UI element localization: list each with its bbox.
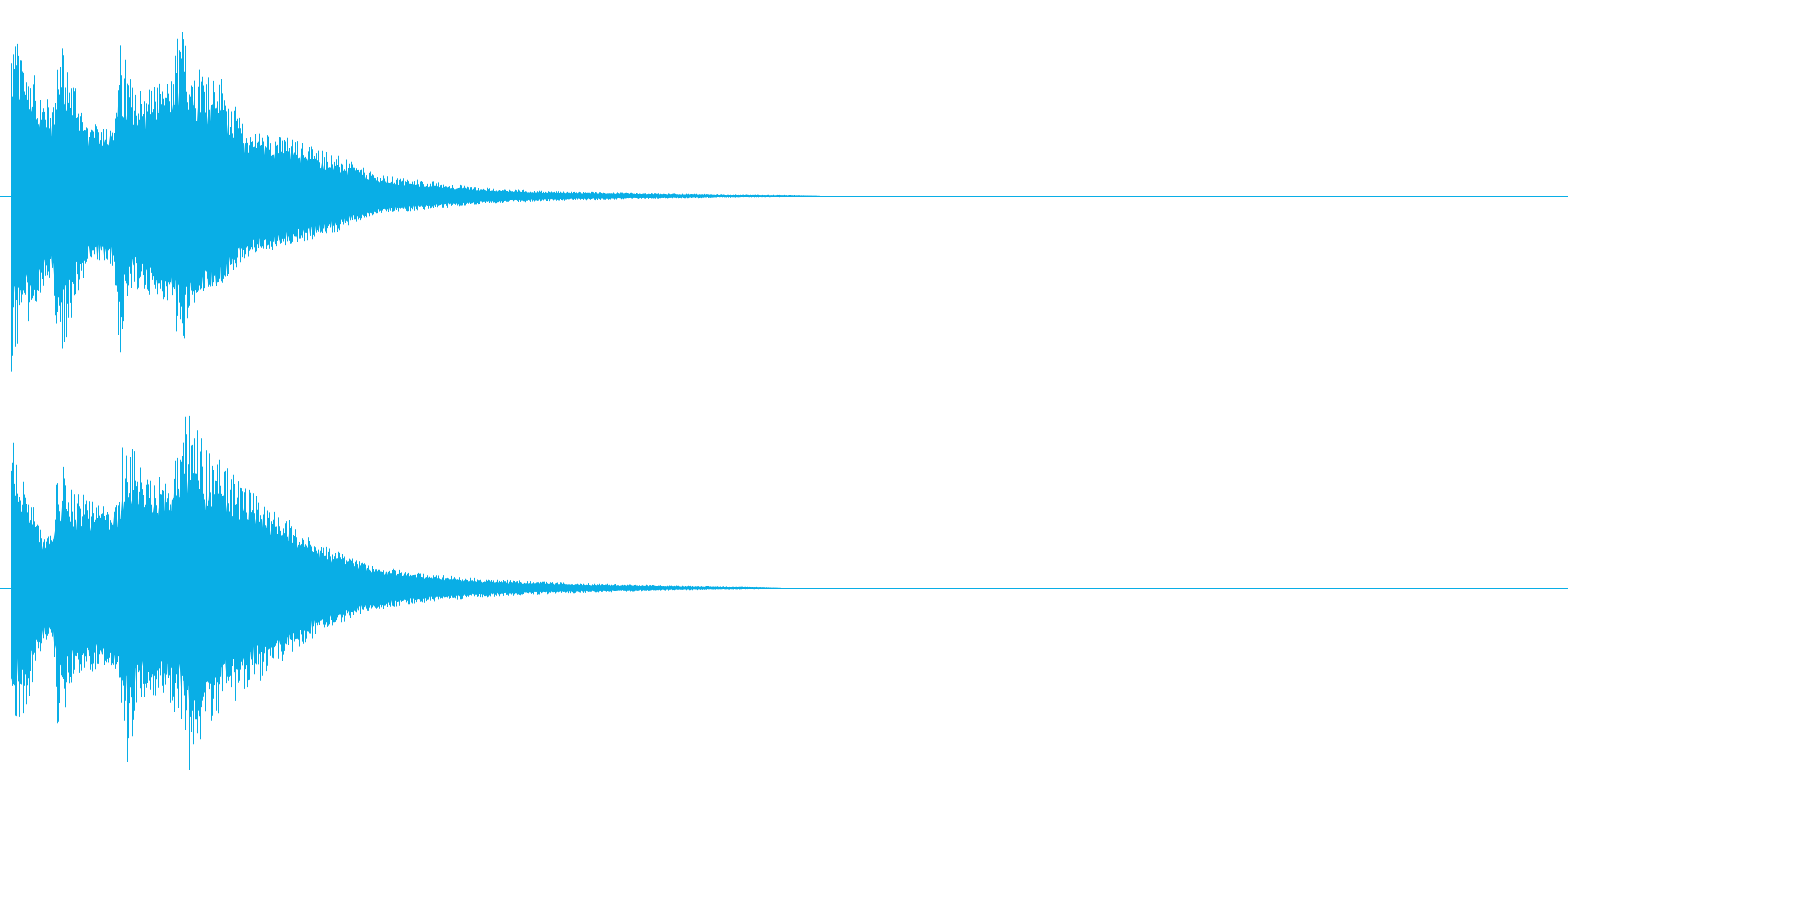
channel-2-waveform-peaks <box>11 415 781 770</box>
waveform-view <box>0 32 1568 770</box>
channel-2-track <box>0 415 1568 770</box>
channel-1-track <box>0 32 1568 372</box>
channel-1-waveform-peaks <box>11 32 820 372</box>
